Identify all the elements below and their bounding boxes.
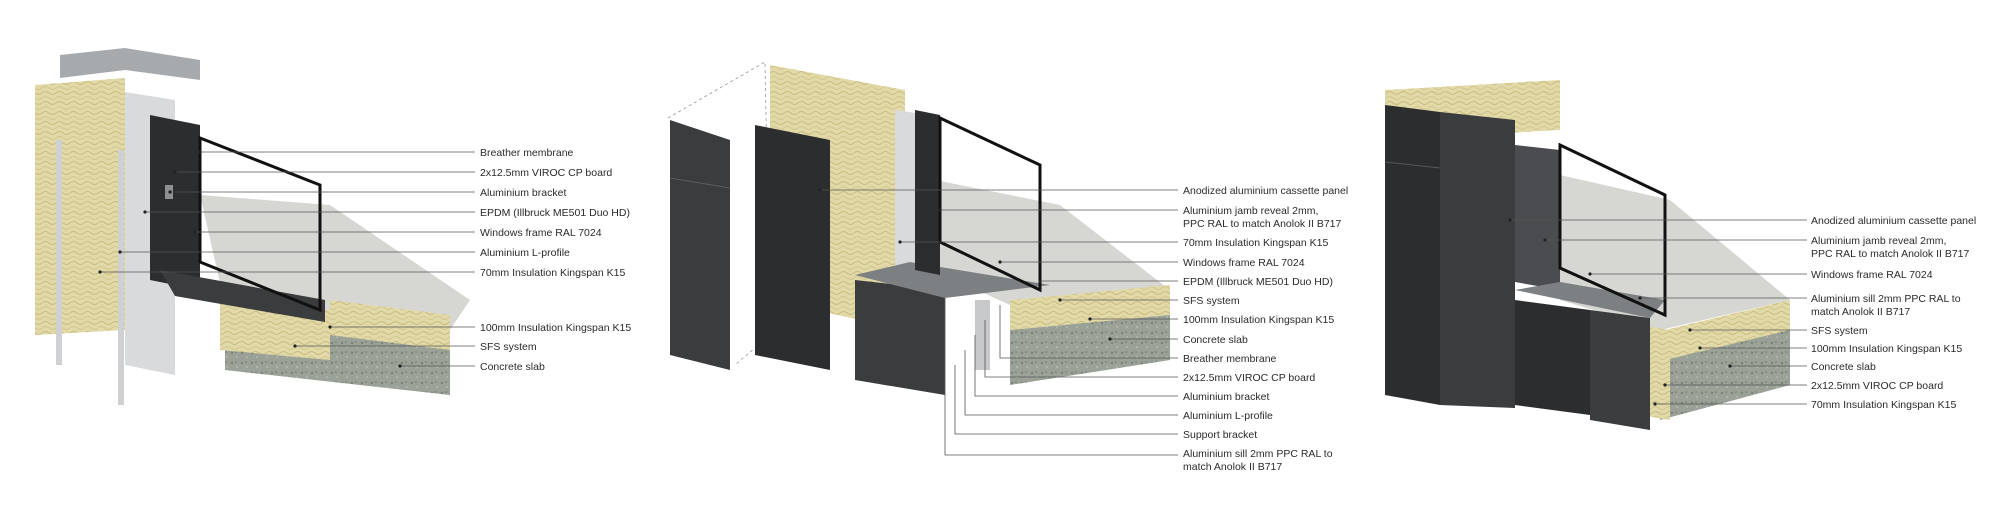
- l-profile-1: [160, 270, 325, 322]
- d3-label-100mm-insulation: 100mm Insulation Kingspan K15: [1811, 343, 1962, 355]
- d2-label-jamb-reveal-line2: PPC RAL to match Anolok II B717: [1183, 218, 1342, 230]
- d1-label-sfs-system: SFS system: [480, 341, 537, 353]
- d2-label-70mm-insulation: 70mm Insulation Kingspan K15: [1183, 237, 1328, 249]
- jamb-reveal-3: [1515, 145, 1560, 290]
- window-frame-1: [198, 135, 322, 313]
- d2-label-sfs-system: SFS system: [1183, 295, 1240, 307]
- diagram-2-labels: Anodized aluminium cassette panel Alumin…: [1183, 185, 1348, 473]
- cassette-panel-3a: [1385, 105, 1440, 405]
- d1-label-windows-frame: Windows frame RAL 7024: [480, 227, 602, 239]
- diagram-2-illustration: [667, 61, 1170, 395]
- cassette-panel-3d: [1590, 310, 1650, 430]
- cassette-panel-3b: [1440, 112, 1515, 408]
- support-bracket-2: [975, 300, 990, 370]
- insulation-band-1: [330, 300, 450, 350]
- d1-label-viroc-board: 2x12.5mm VIROC CP board: [480, 167, 612, 179]
- d3-label-sill-line2: match Anolok II B717: [1811, 306, 1910, 318]
- d2-label-viroc-board: 2x12.5mm VIROC CP board: [1183, 372, 1315, 384]
- window-post-2: [915, 110, 940, 275]
- rail-1b: [118, 150, 124, 405]
- d3-label-viroc-board: 2x12.5mm VIROC CP board: [1811, 380, 1943, 392]
- d1-label-l-profile: Aluminium L-profile: [480, 247, 570, 259]
- d3-label-cassette-panel: Anodized aluminium cassette panel: [1811, 215, 1976, 227]
- window-frame-2: [938, 115, 1042, 293]
- d2-label-l-profile: Aluminium L-profile: [1183, 410, 1273, 422]
- d3-label-70mm-insulation: 70mm Insulation Kingspan K15: [1811, 399, 1956, 411]
- d2-label-jamb-reveal-line1: Aluminium jamb reveal 2mm,: [1183, 205, 1318, 217]
- rail-1a: [56, 140, 62, 365]
- d2-label-sill-line2: match Anolok II B717: [1183, 461, 1282, 473]
- d2-label-windows-frame: Windows frame RAL 7024: [1183, 257, 1305, 269]
- sill-3: [1515, 282, 1665, 318]
- diagram-3-illustration: [1384, 80, 1790, 430]
- d2-label-support-bracket: Support bracket: [1183, 429, 1257, 441]
- diagram-1-labels: Breather membrane 2x12.5mm VIROC CP boar…: [480, 147, 631, 373]
- d3-label-jamb-reveal-line2: PPC RAL to match Anolok II B717: [1811, 248, 1970, 260]
- window-post-1: [150, 115, 200, 290]
- d1-label-concrete-slab: Concrete slab: [480, 361, 545, 373]
- d3-label-concrete-slab: Concrete slab: [1811, 361, 1876, 373]
- mineral-wool-wall-1: [35, 78, 125, 335]
- d2-label-sill-line1: Aluminium sill 2mm PPC RAL to: [1183, 448, 1333, 460]
- d2-label-breather-membrane: Breather membrane: [1183, 353, 1277, 365]
- diagram-3-leaders: [1508, 218, 1807, 406]
- diagram-1-illustration: [35, 48, 470, 405]
- cassette-panel-2a: [670, 120, 730, 370]
- d1-label-70mm-insulation: 70mm Insulation Kingspan K15: [480, 267, 625, 279]
- cassette-panel-2b: [755, 125, 830, 370]
- diagram-1-leaders: [98, 150, 475, 368]
- sill-2: [855, 262, 1050, 298]
- d1-label-epdm: EPDM (Illbruck ME501 Duo HD): [480, 207, 630, 219]
- d3-label-sfs-system: SFS system: [1811, 325, 1868, 337]
- d2-label-aluminium-bracket: Aluminium bracket: [1183, 391, 1269, 403]
- cassette-panel-3c: [1515, 300, 1590, 415]
- d2-label-100mm-insulation: 100mm Insulation Kingspan K15: [1183, 314, 1334, 326]
- d3-label-sill-line1: Aluminium sill 2mm PPC RAL to: [1811, 293, 1961, 305]
- d3-label-jamb-reveal-line1: Aluminium jamb reveal 2mm,: [1811, 235, 1946, 247]
- cassette-panel-2c: [855, 280, 945, 395]
- panel-joint-2a: [669, 177, 731, 189]
- d2-label-epdm: EPDM (Illbruck ME501 Duo HD): [1183, 276, 1333, 288]
- concrete-slab-side-3: [1660, 320, 1790, 420]
- d2-label-cassette-panel: Anodized aluminium cassette panel: [1183, 185, 1348, 197]
- d1-label-100mm-insulation: 100mm Insulation Kingspan K15: [480, 322, 631, 334]
- d2-label-concrete-slab: Concrete slab: [1183, 334, 1248, 346]
- d1-label-breather-membrane: Breather membrane: [480, 147, 574, 159]
- diagram-2-leaders: [818, 188, 1178, 456]
- diagram-3-labels: Anodized aluminium cassette panel Alumin…: [1811, 215, 1976, 411]
- concrete-slab-top-3: [1560, 175, 1790, 330]
- d3-label-windows-frame: Windows frame RAL 7024: [1811, 269, 1933, 281]
- cap-1: [60, 48, 200, 80]
- d1-label-aluminium-bracket: Aluminium bracket: [480, 187, 566, 199]
- window-frame-3: [1558, 142, 1667, 318]
- panel-joint-3a: [1384, 161, 1441, 169]
